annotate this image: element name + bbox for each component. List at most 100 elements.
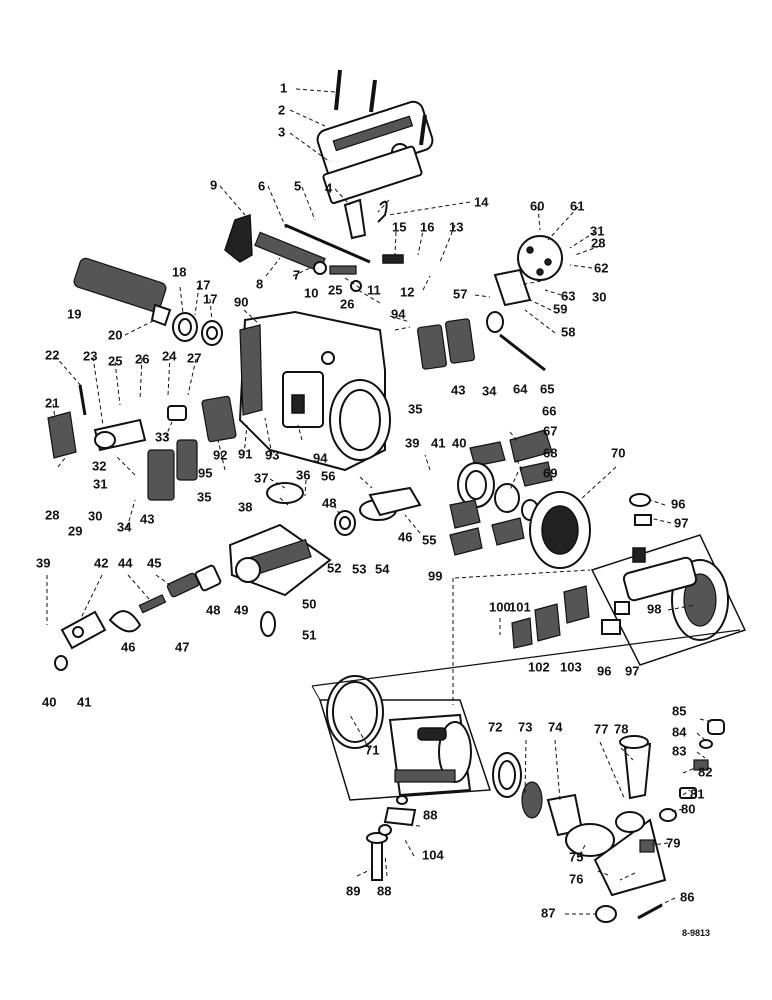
callout-23: 23 (83, 348, 97, 363)
callout-26: 26 (135, 351, 149, 366)
delivery-valve-parts (492, 719, 725, 923)
callout-41: 41 (77, 694, 91, 709)
callout-11: 11 (367, 282, 381, 297)
callout-29: 29 (68, 523, 82, 538)
cam-components (449, 429, 591, 569)
callout-40: 40 (42, 694, 56, 709)
callout-88b: 88 (377, 883, 391, 898)
callout-5: 5 (294, 178, 301, 193)
callout-95: 95 (198, 465, 212, 480)
callout-39: 39 (36, 555, 50, 570)
callout-10: 10 (304, 285, 318, 300)
cover-plates (147, 318, 476, 501)
callout-68: 68 (543, 445, 557, 460)
callout-99: 99 (428, 568, 442, 583)
callout-59: 59 (553, 301, 567, 316)
callout-40b: 40 (452, 435, 466, 450)
governor-linkage (224, 198, 404, 292)
callout-31b: 31 (590, 223, 604, 238)
center-parts (228, 482, 422, 637)
callout-17b: 17 (203, 291, 217, 306)
callout-26b: 26 (340, 296, 354, 311)
callout-62: 62 (594, 260, 608, 275)
callout-24: 24 (162, 348, 177, 363)
callout-54: 54 (375, 561, 390, 576)
callout-41b: 41 (431, 435, 445, 450)
callout-70: 70 (611, 445, 625, 460)
left-small-parts (47, 384, 187, 459)
callout-86: 86 (680, 889, 694, 904)
top-cover-assembly (316, 69, 434, 205)
callout-93: 93 (265, 447, 279, 462)
callout-79: 79 (666, 835, 680, 850)
callout-31: 31 (93, 476, 107, 491)
callout-35b: 35 (408, 401, 422, 416)
callout-2: 2 (278, 102, 285, 117)
callout-97b: 97 (625, 663, 639, 678)
callout-94: 94 (313, 450, 328, 465)
callout-74: 74 (548, 719, 563, 734)
callout-52: 52 (327, 560, 341, 575)
callout-1: 1 (280, 80, 287, 95)
callout-85: 85 (672, 703, 686, 718)
callout-46: 46 (121, 639, 135, 654)
callout-30: 30 (88, 508, 102, 523)
callout-102: 102 (528, 659, 550, 674)
callout-6: 6 (258, 178, 265, 193)
callout-4: 4 (325, 180, 333, 195)
callout-16: 16 (420, 219, 434, 234)
callout-25: 25 (108, 353, 122, 368)
callout-77: 77 (594, 721, 608, 736)
callout-66: 66 (542, 403, 556, 418)
callout-84: 84 (672, 724, 687, 739)
callout-13: 13 (449, 219, 463, 234)
callout-101: 101 (509, 599, 531, 614)
callout-89: 89 (346, 883, 360, 898)
callout-46b: 46 (398, 529, 412, 544)
callout-94b: 94 (391, 306, 406, 321)
callout-17: 17 (196, 277, 210, 292)
callout-78: 78 (614, 721, 628, 736)
callout-100: 100 (489, 599, 511, 614)
callout-48b: 48 (322, 495, 336, 510)
callout-28b: 28 (591, 235, 605, 250)
throttle-linkage (486, 235, 563, 372)
callout-55: 55 (422, 532, 436, 547)
drawing-reference: 8-9813 (682, 928, 710, 938)
callout-76: 76 (569, 871, 583, 886)
callout-28: 28 (45, 507, 59, 522)
callout-8: 8 (256, 276, 263, 291)
callout-81: 81 (690, 786, 704, 801)
callout-90: 90 (234, 294, 248, 309)
callout-18: 18 (172, 264, 186, 279)
callout-82: 82 (698, 764, 712, 779)
governor-shaft (73, 257, 172, 327)
callout-25b: 25 (328, 282, 342, 297)
callout-58: 58 (561, 324, 575, 339)
mounting-bolt-parts (366, 795, 417, 881)
leader-lines (46, 88, 713, 915)
callout-73: 73 (518, 719, 532, 734)
callout-22: 22 (45, 347, 59, 362)
callout-98: 98 (647, 601, 661, 616)
rotor-inset-upper (590, 493, 747, 666)
callout-12: 12 (400, 284, 414, 299)
callout-71: 71 (365, 742, 379, 757)
callout-43: 43 (140, 511, 154, 526)
callout-50: 50 (302, 596, 316, 611)
callout-36: 36 (296, 467, 310, 482)
callout-35: 35 (197, 489, 211, 504)
callout-49: 49 (234, 602, 248, 617)
callout-numbers: 1 2 3 4 5 6 7 8 9 10 11 12 13 14 15 16 1… (36, 80, 712, 938)
callout-7: 7 (293, 267, 300, 282)
callout-32: 32 (92, 458, 106, 473)
callout-88: 88 (423, 807, 437, 822)
callout-21: 21 (45, 395, 59, 410)
callout-60: 60 (530, 198, 544, 213)
callout-97: 97 (674, 515, 688, 530)
callout-57: 57 (453, 286, 467, 301)
bushings (172, 312, 223, 346)
callout-75: 75 (569, 849, 583, 864)
callout-47: 47 (175, 639, 189, 654)
